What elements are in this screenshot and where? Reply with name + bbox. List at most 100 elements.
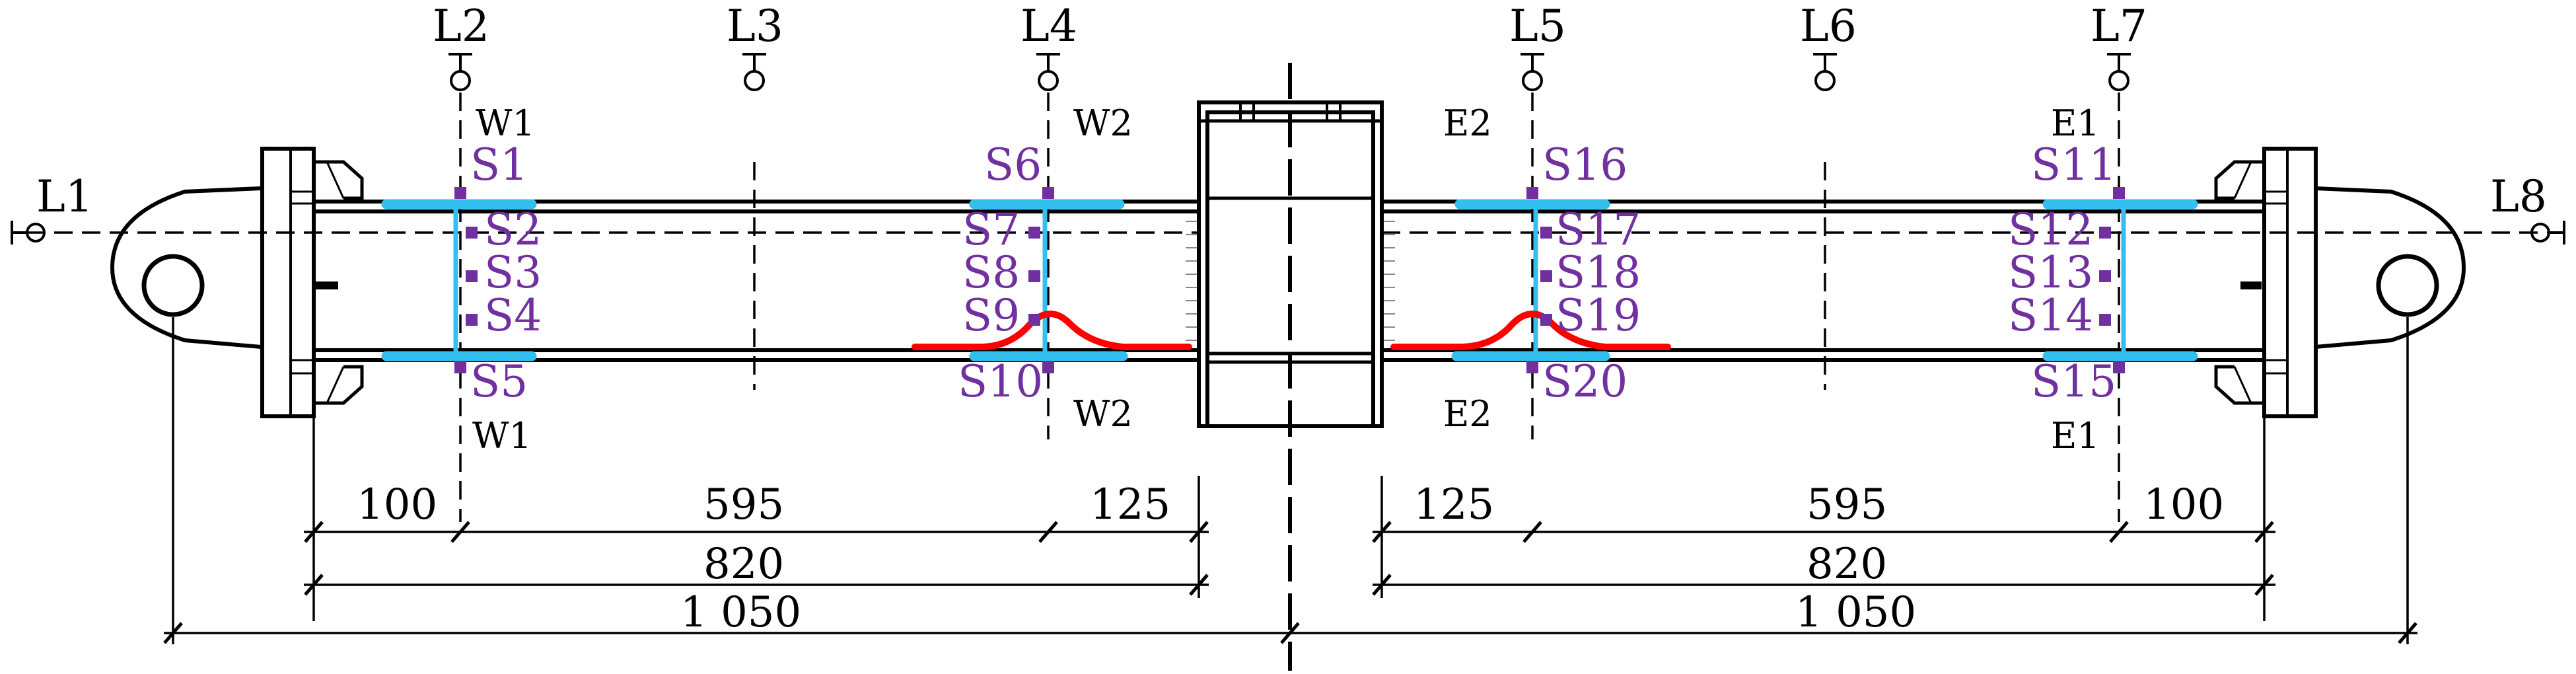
strain-gauge-marker [1540,227,1552,239]
strain-gauge-marker [1540,270,1552,282]
dim-left-820: 820 [703,540,784,589]
dim-right-595: 595 [1807,480,1887,529]
dimension-lines [163,317,2417,644]
dim-right-820: 820 [1807,540,1887,589]
strain-gauge-marker [2099,227,2111,239]
lvdt-symbol [1813,53,1837,71]
dim-left-595: 595 [703,480,784,529]
strain-gauge-markers [454,187,2125,373]
lvdt-labels: L1 L2 L3 L4 L5 L6 L7 L8 [36,1,2547,222]
gauge-label-s15: S15 [2031,356,2116,407]
lvdt-symbol [1522,70,1543,91]
gauge-label-s14: S14 [2008,290,2093,341]
lvdt-symbol [26,223,46,243]
lvdt-symbol [450,70,471,91]
dim-right-125: 125 [1413,480,1494,529]
strain-gauge-marker [1028,227,1040,239]
lvdt-symbol [2107,53,2131,71]
strain-gauge-labels: S1 S2 S3 S4 S5 S6 S7 S8 S9 S10 S11 S12 S… [470,139,2116,407]
dim-right-100: 100 [2143,480,2224,529]
gauge-label-s9: S9 [962,290,1020,341]
gauge-label-s7: S7 [962,204,1020,255]
section-label-e2-top: E2 [1443,102,1492,144]
section-label-e1-top: E1 [2051,102,2100,144]
strain-gauge-marker [454,361,466,373]
lvdt-label-l8: L8 [2490,171,2547,222]
strain-gauge-marker [466,314,478,326]
dim-left-1050: 1 050 [680,588,801,637]
strain-gauge-marker [2099,270,2111,282]
strain-gauge-marker [2099,314,2111,326]
lvdt-label-l7: L7 [2091,1,2147,52]
lvdt-label-l3: L3 [727,1,783,52]
dim-left-125: 125 [1090,480,1170,529]
gauge-label-s20: S20 [1542,356,1628,407]
strain-gauge-marker [1028,314,1040,326]
lvdt-label-l5: L5 [1509,1,1566,52]
dim-left-100: 100 [357,480,437,529]
weld-hatch [1186,221,1395,341]
left-pin-hole [141,254,205,317]
section-label-w1-bottom: W1 [472,415,532,457]
strain-gauge-marker [2113,187,2125,199]
left-tube [314,200,1199,362]
section-label-e2-bottom: E2 [1443,393,1492,435]
centerlines [26,63,2553,671]
lvdt-symbol [744,70,765,91]
left-end-assembly [110,147,364,418]
strain-gauge-marker [1028,270,1040,282]
cfrp-plates [381,199,2198,361]
strain-gauge-marker [466,270,478,282]
section-labels: W1 W1 W2 W2 E2 E2 E1 E1 [472,102,2100,457]
gauge-label-s17: S17 [1556,204,1641,255]
lvdt-symbol [1814,70,1836,91]
lvdt-symbols [11,53,2565,244]
gauge-label-s16: S16 [1542,139,1628,190]
right-tube [1382,200,2264,362]
gauge-label-s12: S12 [2008,204,2093,255]
lvdt-symbol [448,53,472,71]
gauge-label-s2: S2 [484,204,542,255]
lvdt-label-l2: L2 [433,1,489,52]
strain-gauge-marker [1540,314,1552,326]
gauge-label-s3: S3 [484,247,542,298]
gauge-label-s4: S4 [484,290,542,341]
gauge-label-s10: S10 [958,356,1043,407]
left-end-plate [260,147,316,418]
lvdt-label-l1: L1 [36,171,93,222]
strain-gauge-marker [1526,361,1538,373]
strain-gauge-marker [454,187,466,199]
gauge-label-s11: S11 [2031,139,2116,190]
lvdt-symbol [11,221,26,244]
section-label-w2-bottom: W2 [1073,393,1133,435]
gauge-label-s6: S6 [984,139,1042,190]
right-end-assembly [2214,147,2466,418]
strain-gauge-marker [466,227,478,239]
strain-gauge-marker [1042,361,1054,373]
buckling-bulges [912,311,1671,350]
left-clevis-lug [110,186,262,349]
dimension-labels: 100 595 125 125 595 100 820 820 1 050 1 … [357,480,2224,637]
lvdt-label-l6: L6 [1800,1,1857,52]
left-bulge [912,311,1192,350]
lvdt-symbol [2108,70,2129,91]
strain-gauge-marker [2113,361,2125,373]
lvdt-symbol [2530,223,2550,243]
strain-gauge-marker [1526,187,1538,199]
lvdt-symbol [1038,70,1059,91]
lvdt-label-l4: L4 [1020,1,1077,52]
gauge-label-s1: S1 [470,139,528,190]
gauge-label-s5: S5 [470,356,528,407]
gauge-label-s13: S13 [2008,247,2093,298]
dim-right-1050: 1 050 [1795,588,1916,637]
gauge-label-s8: S8 [962,247,1020,298]
right-bulge [1390,311,1671,350]
right-end-plate [2262,147,2318,418]
right-clevis-lug [2314,186,2466,349]
section-label-w2-top: W2 [1073,102,1133,144]
right-pin-hole [2376,254,2439,317]
lvdt-symbol [1521,53,1544,71]
section-label-e1-bottom: E1 [2051,415,2100,457]
lvdt-symbol [742,53,766,71]
